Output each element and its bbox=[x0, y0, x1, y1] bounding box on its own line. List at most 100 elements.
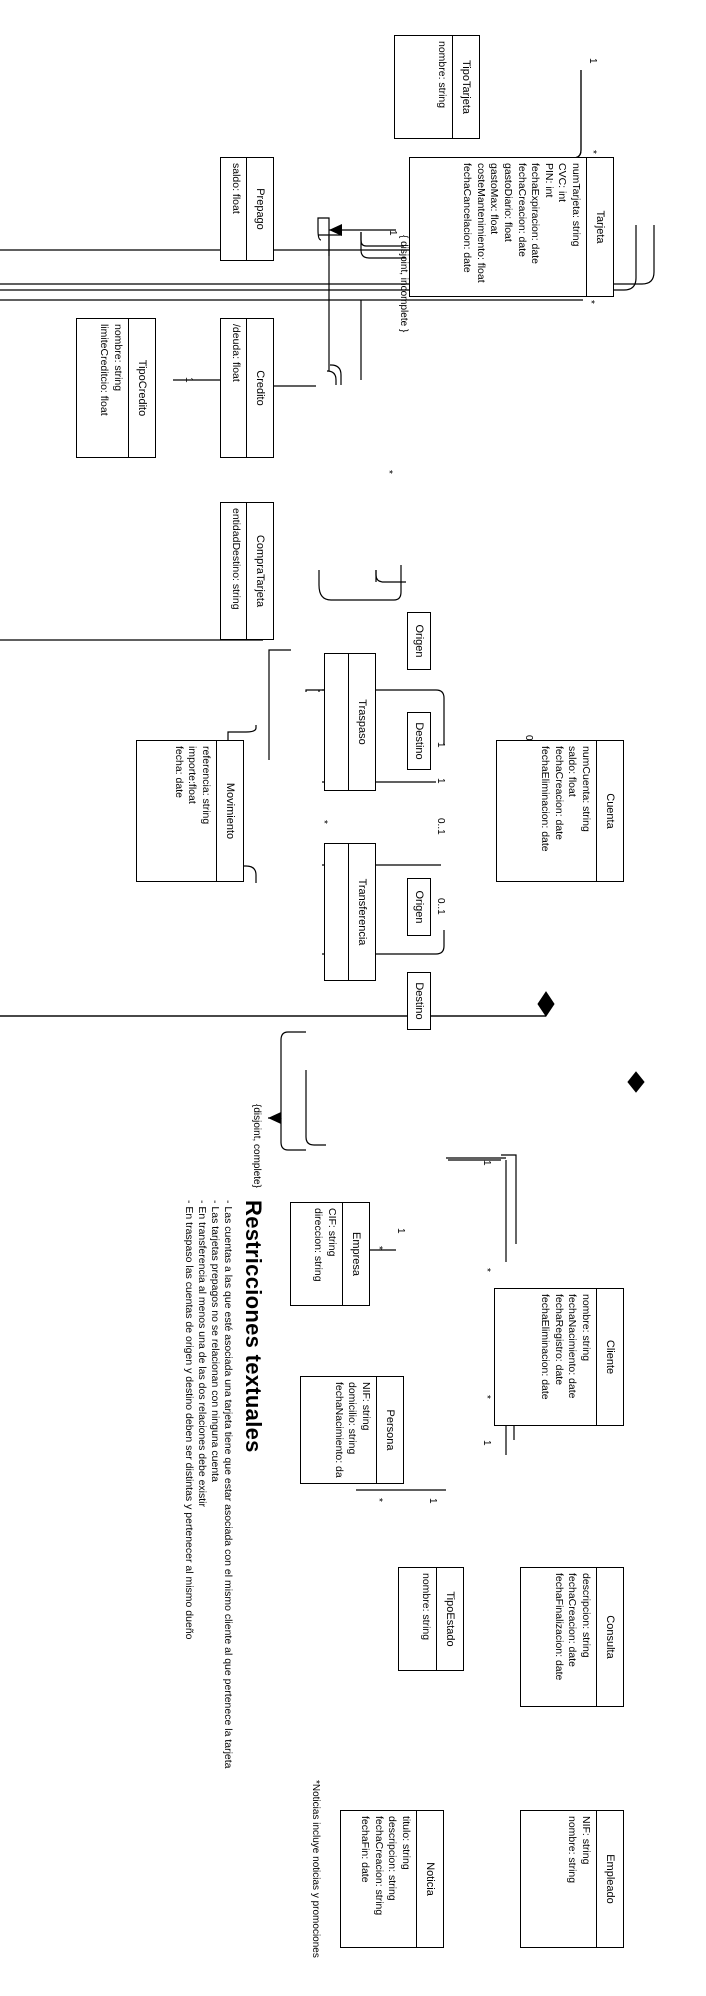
class-name: Empresa bbox=[342, 1203, 369, 1305]
attribute: nombre: string bbox=[112, 324, 124, 392]
assoc-cliente-consulta-line bbox=[501, 1154, 517, 1244]
restriccion-item: - Las cuentas a las que esté asociada un… bbox=[222, 1200, 234, 1769]
class-name: Cuenta bbox=[596, 741, 623, 881]
attribute: domicilio: string bbox=[346, 1382, 359, 1455]
restriccion-item: - En traspaso las cuentas de origen y de… bbox=[183, 1200, 195, 1640]
class-name: Noticia bbox=[416, 1811, 443, 1947]
attribute: numCuenta: string bbox=[580, 746, 592, 832]
mult-cuenta-traspaso-1: 1 bbox=[435, 742, 446, 748]
attribute: referencia: string bbox=[200, 746, 212, 825]
attribute: CIF: string bbox=[326, 1208, 338, 1257]
class-name: TipoCredito bbox=[128, 319, 155, 457]
mult-tarjeta-many: * bbox=[587, 150, 598, 154]
gen-persona-cliente bbox=[280, 1118, 306, 1151]
class-name: Persona bbox=[376, 1377, 403, 1483]
attribute: PIN: int bbox=[542, 163, 555, 198]
attribute: costeMantenimiento: float bbox=[474, 163, 487, 283]
mult-cuenta-transferencia-01: 0..1 bbox=[435, 818, 446, 835]
role-origen-traspaso: Origen bbox=[407, 612, 431, 670]
attribute: fechaCreacion: date bbox=[515, 163, 528, 257]
constraint-cliente-subtypes: {disjoint, complete} bbox=[251, 1104, 262, 1189]
attribute: fechaExpiracion: date bbox=[529, 163, 542, 264]
attribute: /deuda: float bbox=[230, 324, 242, 382]
gen-credito bbox=[330, 364, 342, 385]
attribute: limiteCreditcio: float bbox=[98, 324, 111, 416]
attribute: gastoDiario: float bbox=[502, 163, 515, 242]
class-tipoestado: TipoEstado nombre: string bbox=[398, 1567, 464, 1671]
mult-consulta-many: * bbox=[481, 1268, 492, 1272]
mult-tarjeta-1: 1 bbox=[387, 230, 398, 236]
class-name: Traspaso bbox=[348, 654, 375, 790]
attribute: fechaNacimiento: date bbox=[332, 1382, 345, 1478]
class-traspaso: Traspaso bbox=[324, 653, 376, 791]
class-name: Cliente bbox=[596, 1289, 623, 1425]
attribute: entidadDestino: string bbox=[230, 508, 242, 610]
attribute: fechaCreacion: date bbox=[566, 1573, 579, 1667]
attribute: fechaRegistro: date bbox=[552, 1294, 565, 1386]
class-transferencia: Transferencia bbox=[324, 843, 376, 981]
class-empleado: Empleado NIF: string nombre: string bbox=[520, 1810, 624, 1948]
class-name: Tarjeta bbox=[586, 158, 613, 296]
class-movimiento: Movimiento referencia: string importe:fl… bbox=[136, 740, 244, 882]
class-name: Consulta bbox=[596, 1568, 623, 1706]
attribute: importe:float bbox=[186, 746, 199, 804]
restriccion-item: - Las tarjetas prepagos no se relacionan… bbox=[209, 1200, 221, 1482]
composition-diamond-cuenta bbox=[537, 991, 555, 1017]
attribute: fecha: date bbox=[172, 746, 185, 798]
mult-transferencia-destino-many: * bbox=[318, 930, 329, 934]
class-name: Prepago bbox=[246, 158, 273, 260]
attribute: numTarjeta: string bbox=[570, 163, 582, 247]
class-name: Movimiento bbox=[216, 741, 243, 881]
gen-transferencia-movimiento bbox=[227, 788, 257, 883]
attribute: nombre: string bbox=[420, 1573, 432, 1641]
composition-diamond-tarjeta bbox=[627, 1071, 645, 1093]
assoc-tarjeta-cliente bbox=[0, 225, 637, 291]
attribute: fechaFin: date bbox=[359, 1816, 372, 1883]
attribute: descripcion: string bbox=[580, 1573, 592, 1658]
mult-transferencia-origen-many: * bbox=[318, 820, 329, 824]
mult-empleado-noticia-1: 1 bbox=[427, 1498, 438, 1504]
class-name: TipoEstado bbox=[436, 1568, 463, 1670]
mult-tarjeta-many-2: * bbox=[585, 300, 596, 304]
class-tipotarjeta: TipoTarjeta nombre: string bbox=[394, 35, 480, 139]
mult-tipoestado-1: 1 bbox=[395, 1228, 406, 1234]
gen-credito-line bbox=[326, 236, 337, 385]
constraint-tarjeta-subtypes: { disjoint, incomplete } bbox=[398, 235, 409, 333]
assoc-traspaso-origen-line bbox=[322, 689, 445, 745]
assoc-transferencia-destino-line bbox=[322, 930, 445, 955]
attribute: gastoMax: float bbox=[488, 163, 501, 235]
class-empresa: Empresa CIF: string direccion: string bbox=[290, 1202, 370, 1306]
mult-consulta-many-2: * bbox=[481, 1395, 492, 1399]
mult-traspaso-origen-many: * bbox=[318, 672, 329, 676]
class-name: TipoTarjeta bbox=[452, 36, 479, 138]
attribute: saldo: float bbox=[230, 163, 242, 214]
class-cuenta: Cuenta numCuenta: string saldo: float fe… bbox=[496, 740, 624, 882]
attribute: descripcion: string bbox=[386, 1816, 399, 1901]
role-destino-traspaso: Destino bbox=[407, 712, 431, 770]
class-prepago: Prepago saldo: float bbox=[220, 157, 274, 261]
class-compratarjeta: CompraTarjeta entidadDestino: string bbox=[220, 502, 274, 640]
mult-tipotarjeta-1: 1 bbox=[587, 58, 598, 64]
attribute: NIF: string bbox=[360, 1382, 372, 1431]
class-name: CompraTarjeta bbox=[246, 503, 273, 639]
role-origen-transferencia: Origen bbox=[407, 878, 431, 936]
mult-consulta-tipoestado-many: * bbox=[373, 1246, 384, 1250]
attribute: titulo: string bbox=[400, 1816, 412, 1870]
class-cliente: Cliente nombre: string fechaNacimiento: … bbox=[494, 1288, 624, 1426]
attribute: fechaCancelacion: date bbox=[461, 163, 474, 273]
class-name: Credito bbox=[246, 319, 273, 457]
class-consulta: Consulta descripcion: string fechaCreaci… bbox=[520, 1567, 624, 1707]
restricciones-title: Restricciones textuales bbox=[241, 1200, 266, 1453]
attribute: saldo: float bbox=[566, 746, 579, 797]
attribute: fechaNacimiento: date bbox=[566, 1294, 579, 1399]
attribute: fechaEliminacion: date bbox=[539, 1294, 552, 1400]
mult-traspaso-destino-many: * bbox=[318, 735, 329, 739]
class-name: Empleado bbox=[596, 1811, 623, 1947]
class-noticia: Noticia titulo: string descripcion: stri… bbox=[340, 1810, 444, 1948]
restricciones-textuales: Restricciones textuales - Las cuentas a … bbox=[182, 1200, 266, 1840]
class-persona: Persona NIF: string domicilio: string fe… bbox=[300, 1376, 404, 1484]
attribute: NIF: string bbox=[580, 1816, 592, 1865]
mult-compra-many: * bbox=[383, 470, 394, 474]
mult-cuenta-transferencia-01b: 0..1 bbox=[435, 898, 446, 915]
